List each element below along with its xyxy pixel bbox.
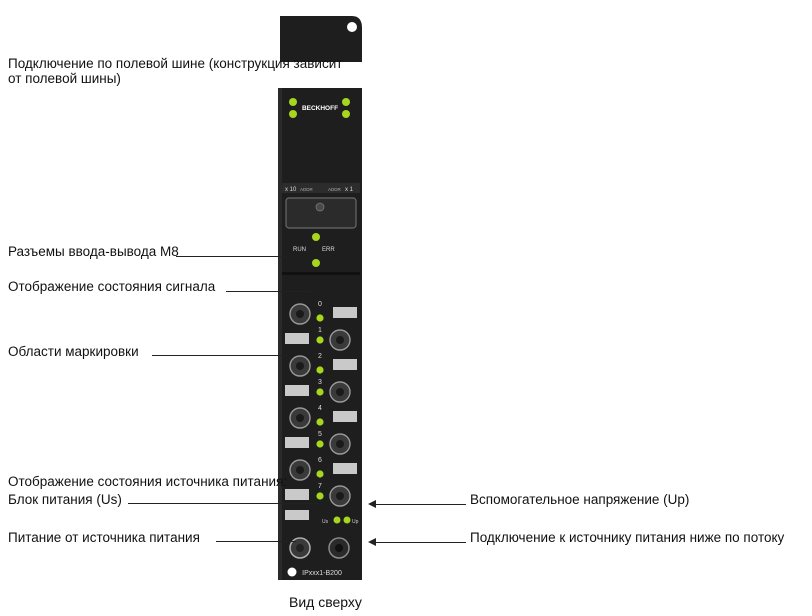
label-power-supply: Питание от источника питания — [8, 530, 200, 545]
run-led — [312, 233, 320, 241]
label-marking-areas: Области маркировки — [8, 344, 139, 359]
leader-marking-areas — [152, 355, 288, 356]
address-switch-cover — [285, 197, 357, 229]
err-led — [312, 259, 320, 267]
arrow-aux-voltage — [368, 500, 376, 508]
svg-text:ERR: ERR — [322, 247, 335, 253]
channel-number-4: 4 — [318, 405, 322, 412]
signal-led-7 — [316, 492, 324, 500]
status-led — [342, 98, 350, 106]
address-label-x10: x 10 — [285, 187, 297, 193]
marking-area-4 — [333, 411, 357, 422]
housing-edge — [278, 88, 282, 580]
status-led — [289, 110, 297, 118]
up-led — [343, 516, 351, 524]
marking-area-3 — [285, 385, 309, 396]
leader-aux-voltage — [376, 504, 466, 505]
signal-led-1 — [316, 336, 324, 344]
svg-text:RUN: RUN — [293, 247, 306, 253]
bottom-hole — [287, 567, 297, 577]
label-aux-voltage: Вспомогательное напряжение (Uр) — [470, 492, 690, 507]
mounting-hole — [347, 22, 357, 32]
channel-number-7: 7 — [318, 483, 322, 490]
arrow-downstream — [368, 538, 376, 546]
channel-number-5: 5 — [318, 431, 322, 438]
marking-area — [285, 510, 309, 520]
channel-number-2: 2 — [318, 353, 322, 360]
svg-text:Up: Up — [352, 519, 359, 525]
marking-area-1 — [285, 333, 309, 344]
channel-number-1: 1 — [318, 327, 322, 334]
marking-area-2 — [333, 359, 357, 370]
status-led — [342, 110, 350, 118]
label-signal-status: Отображение состояния сигнала — [8, 279, 216, 294]
svg-text:Us: Us — [322, 519, 329, 525]
signal-led-2 — [316, 366, 324, 374]
us-led — [333, 516, 341, 524]
address-label-x1: x 1 — [345, 187, 354, 193]
leader-signal-status — [226, 291, 310, 292]
channel-number-6: 6 — [318, 457, 322, 464]
label-power-unit: Блок питания (Us) — [8, 492, 122, 507]
channel-number-0: 0 — [318, 301, 322, 308]
status-led — [289, 98, 297, 106]
caption-top-view: Вид сверху — [289, 594, 362, 610]
marking-area-6 — [333, 463, 357, 474]
leader-power-supply — [216, 541, 296, 542]
label-io-connectors: Разъемы ввода-вывода M8 — [8, 244, 179, 259]
signal-led-0 — [316, 314, 324, 322]
marking-area-7 — [285, 489, 309, 500]
fieldbus-connector-plate — [280, 16, 362, 62]
svg-text:ADDR: ADDR — [300, 187, 314, 192]
label-power-status: Отображение состояния источника питания: — [8, 474, 288, 489]
signal-led-3 — [316, 388, 324, 396]
brand-logo: BECKHOFF — [302, 105, 338, 112]
svg-text:ADDR: ADDR — [328, 187, 342, 192]
marking-area-0 — [333, 307, 357, 318]
signal-led-5 — [316, 440, 324, 448]
signal-led-4 — [316, 418, 324, 426]
label-downstream: Подключение к источнику питания ниже по … — [470, 530, 785, 545]
leader-downstream — [376, 542, 466, 543]
signal-led-6 — [316, 470, 324, 478]
model-label: IPxxx1-B200 — [302, 570, 342, 577]
leader-power-unit — [128, 503, 318, 504]
marking-area-5 — [285, 437, 309, 448]
channel-number-3: 3 — [318, 379, 322, 386]
label-fieldbus: Подключение по полевой шине (конструкция… — [8, 56, 343, 86]
leader-io-connectors — [176, 256, 284, 257]
